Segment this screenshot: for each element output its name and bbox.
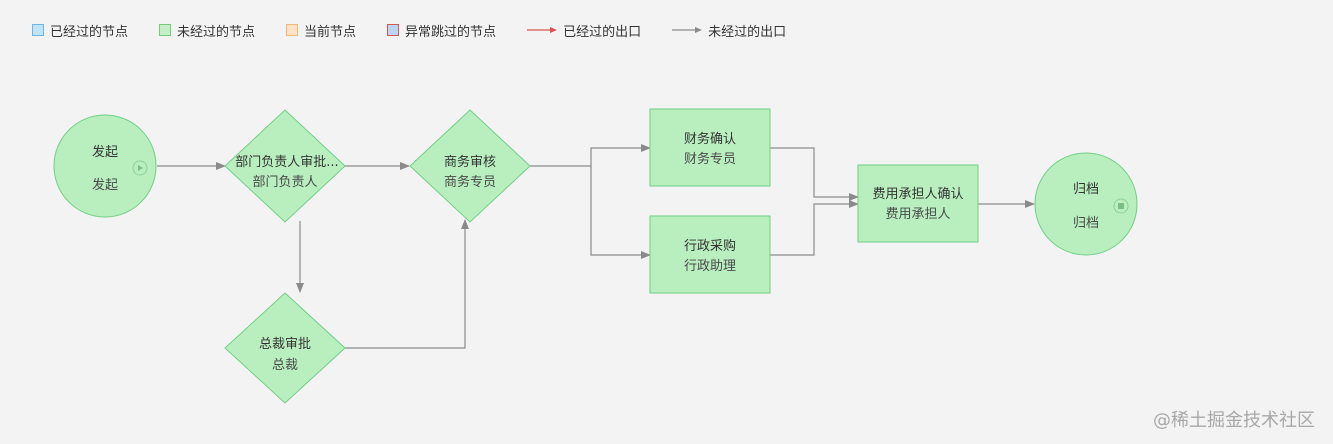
legend-skipped-node: 异常跳过的节点 — [387, 21, 496, 40]
node-bearer-title: 费用承担人确认 — [872, 187, 963, 202]
node-archive[interactable]: 归档 归档 — [1034, 152, 1138, 256]
node-admin[interactable]: 行政采购 行政助理 — [649, 215, 771, 294]
legend-passed-exit: 已经过的出口 — [527, 21, 641, 40]
node-admin-title: 行政采购 — [684, 238, 736, 254]
node-bearer[interactable]: 费用承担人确认 费用承担人 — [857, 164, 979, 243]
node-start-title: 发起 — [92, 144, 118, 160]
node-archive-sub: 归档 — [1073, 216, 1099, 231]
legend-unpassed-exit: 未经过的出口 — [672, 21, 786, 40]
node-president-title: 总裁审批 — [259, 336, 311, 352]
legend-unpassed-node-label: 未经过的节点 — [177, 24, 256, 40]
current-node-swatch — [286, 24, 299, 36]
node-admin-sub: 行政助理 — [684, 259, 736, 274]
legend-skipped-node-label: 异常跳过的节点 — [405, 24, 497, 40]
unpassed-node-swatch — [159, 24, 172, 36]
node-dept-head-sub: 部门负责人 — [252, 175, 317, 190]
node-start-sub: 发起 — [92, 177, 118, 193]
legend-unpassed-node: 未经过的节点 — [159, 21, 255, 40]
play-icon — [132, 160, 148, 176]
passed-node-swatch — [32, 24, 44, 36]
legend-current-node-label: 当前节点 — [304, 24, 357, 40]
node-business-sub: 商务专员 — [444, 174, 496, 190]
edge-finance-to-bearer[interactable] — [770, 147, 859, 201]
edge-president-to-business[interactable] — [345, 219, 469, 349]
legend-passed-node: 已经过的节点 — [32, 21, 128, 40]
red-arrow-icon — [527, 27, 558, 33]
node-president-sub: 总裁 — [272, 357, 298, 373]
gray-arrow-icon — [672, 27, 703, 33]
node-business-title: 商务审核 — [444, 154, 496, 170]
watermark: @稀土掘金技术社区 — [1153, 410, 1315, 431]
legend-current-node: 当前节点 — [286, 21, 356, 40]
edges — [157, 144, 1035, 349]
node-president[interactable]: 总裁审批 总裁 — [224, 292, 346, 404]
legend: 已经过的节点 未经过的节点 当前节点 异常跳过的节点 已经过的出口 未经过的出口 — [32, 18, 817, 42]
edge-business-to-admin[interactable] — [590, 166, 651, 259]
node-business[interactable]: 商务审核 商务专员 — [409, 109, 531, 223]
node-start[interactable]: 发起 发起 — [53, 114, 157, 218]
node-archive-title: 归档 — [1073, 182, 1099, 197]
edge-business-to-finance[interactable] — [530, 144, 651, 167]
node-dept-head-title: 部门负责人审批... — [235, 155, 338, 170]
skipped-node-swatch — [387, 24, 400, 36]
node-finance-sub: 财务专员 — [684, 151, 736, 167]
node-bearer-sub: 费用承担人 — [885, 207, 950, 222]
node-finance[interactable]: 财务确认 财务专员 — [649, 108, 771, 187]
stop-icon — [1113, 198, 1129, 214]
node-finance-title: 财务确认 — [684, 131, 736, 147]
edge-admin-to-bearer[interactable] — [770, 200, 859, 256]
legend-passed-node-label: 已经过的节点 — [50, 24, 129, 40]
legend-unpassed-exit-label: 未经过的出口 — [708, 24, 787, 40]
legend-passed-exit-label: 已经过的出口 — [563, 24, 642, 40]
node-dept-head[interactable]: 部门负责人审批... 部门负责人 — [224, 109, 346, 223]
